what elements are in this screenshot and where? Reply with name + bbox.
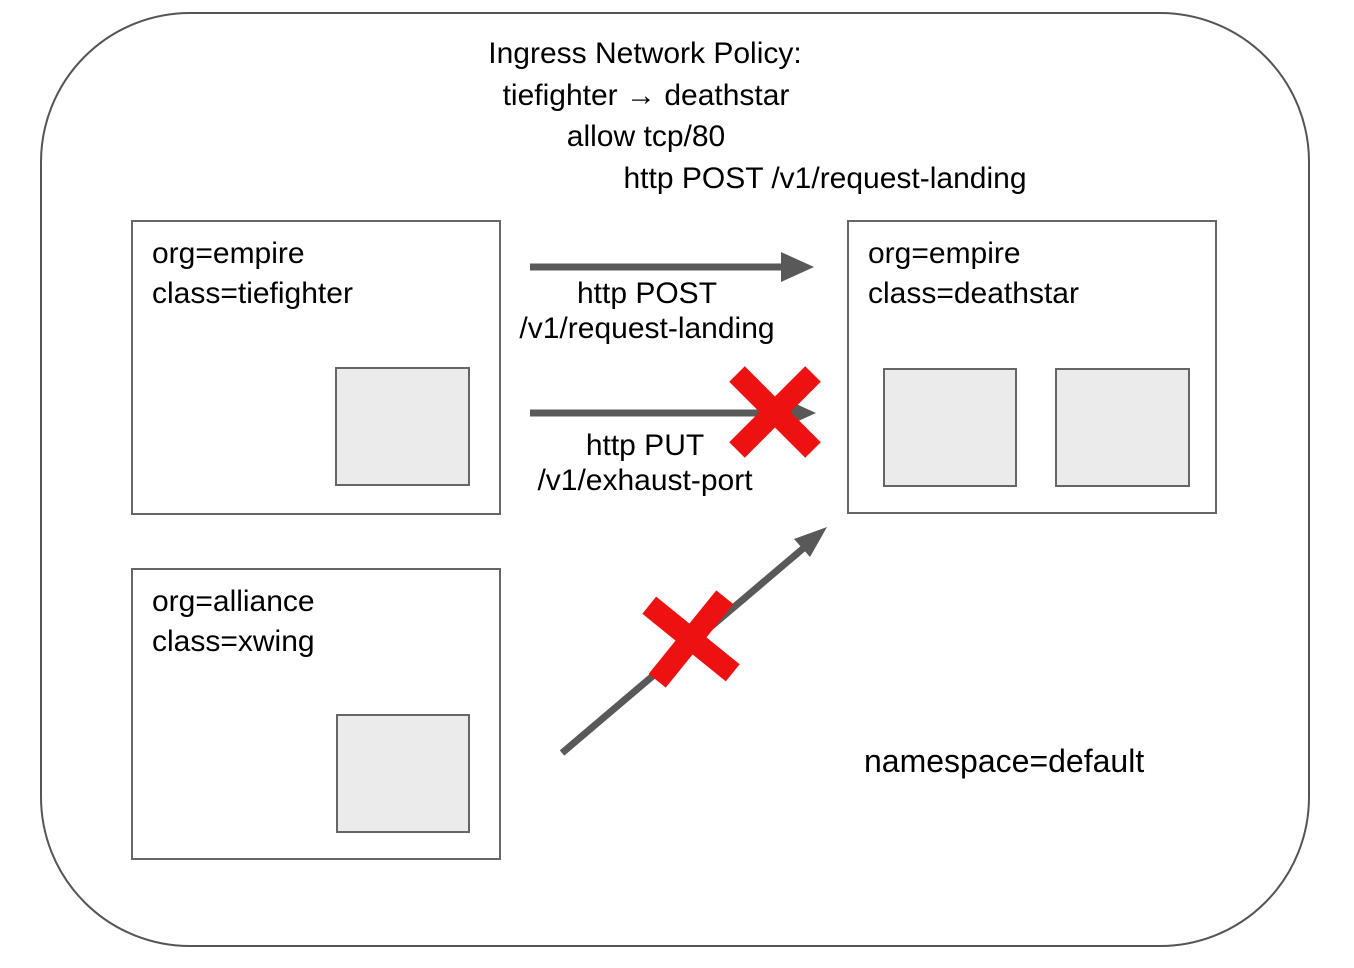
pod-deathstar-1	[883, 368, 1017, 487]
node-tiefighter-org: org=empire	[152, 237, 305, 270]
denied-put-label-line1: http PUT	[585, 429, 705, 462]
node-deathstar: org=empire class=deathstar	[847, 220, 1217, 514]
allowed-post-label: http POST /v1/request-landing	[519, 276, 774, 346]
node-deathstar-org: org=empire	[868, 237, 1021, 270]
node-tiefighter-label: org=empire class=tiefighter	[152, 234, 353, 314]
allowed-post-label-line1: http POST	[576, 277, 718, 310]
namespace-label: namespace=default	[864, 743, 1145, 779]
node-xwing-class: class=xwing	[152, 625, 315, 658]
node-xwing-label: org=alliance class=xwing	[152, 582, 315, 662]
diagram-title-line1: Ingress Network Policy:	[488, 37, 802, 70]
denied-put-label: http PUT /v1/exhaust-port	[537, 428, 752, 498]
node-tiefighter: org=empire class=tiefighter	[131, 220, 501, 515]
node-xwing: org=alliance class=xwing	[131, 568, 501, 860]
allowed-post-label-line2: /v1/request-landing	[519, 312, 775, 345]
pod-xwing	[336, 714, 470, 833]
diagram-title-line3: allow tcp/80	[566, 120, 726, 153]
node-xwing-org: org=alliance	[152, 585, 315, 618]
denied-put-label-line2: /v1/exhaust-port	[537, 464, 753, 497]
pod-tiefighter	[335, 367, 470, 486]
pod-deathstar-2	[1055, 368, 1190, 487]
diagram-title-line2: tiefighter → deathstar	[502, 79, 790, 112]
diagram-title-line4: http POST /v1/request-landing	[623, 162, 1027, 195]
node-deathstar-class: class=deathstar	[868, 277, 1079, 310]
node-deathstar-label: org=empire class=deathstar	[868, 234, 1079, 314]
node-tiefighter-class: class=tiefighter	[152, 277, 353, 310]
